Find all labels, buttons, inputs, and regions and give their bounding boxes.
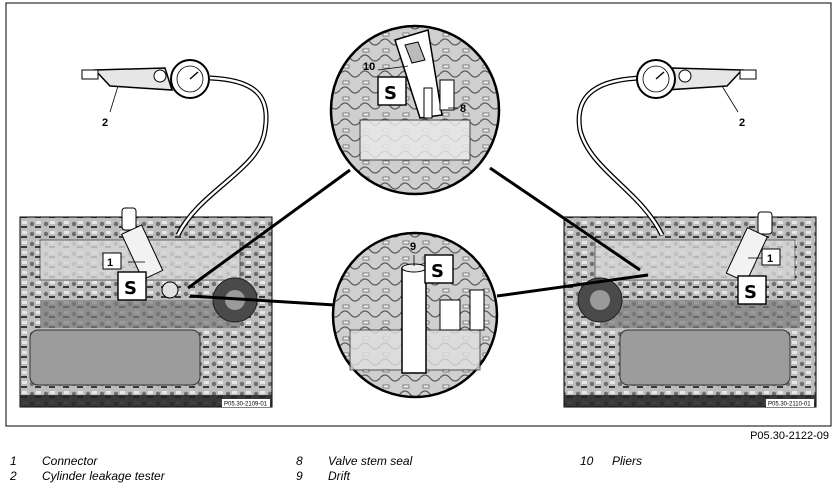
legend-item: 8 Valve stem seal <box>296 454 412 469</box>
legend-label: Valve stem seal <box>328 454 413 468</box>
top-tool-glyph: S <box>384 83 397 104</box>
legend-item: 9 Drift <box>296 469 412 484</box>
legend-number: 9 <box>296 469 303 483</box>
right-tester-callout: 2 <box>739 117 745 129</box>
right-tool-glyph: S <box>744 282 757 303</box>
legend-label: Connector <box>42 454 98 468</box>
legend-number: 8 <box>296 454 303 468</box>
legend-item: 2 Cylinder leakage tester <box>10 469 165 484</box>
legend-number: 10 <box>580 454 594 468</box>
valve-stem-seal-diagram: P05.30-2109-01 2 1 S P05.30-2110-01 <box>5 2 832 427</box>
leader-lines <box>187 166 649 307</box>
legend-item: 10 Pliers <box>580 454 642 469</box>
legend-label: Cylinder leakage tester <box>42 469 165 483</box>
top-pliers-callout: 10 <box>363 61 375 73</box>
bottom-tool-glyph: S <box>431 261 444 282</box>
legend-label: Drift <box>328 469 350 483</box>
right-leakage-tester: 2 <box>576 59 757 237</box>
bottom-drift-callout: 9 <box>410 241 416 253</box>
top-seal-callout: 8 <box>460 103 466 115</box>
right-photo-code: P05.30-2110-01 <box>768 402 811 408</box>
left-tester-callout: 2 <box>102 117 108 129</box>
legend-item: 1 Connector <box>10 454 165 469</box>
left-connector: 1 S <box>102 207 179 301</box>
right-connector: 1 S <box>725 211 781 305</box>
right-connector-callout: 1 <box>767 253 773 265</box>
left-tool-glyph: S <box>124 278 137 299</box>
legend-column-2: 8 Valve stem seal 9 Drift <box>296 454 412 484</box>
legend-column-3: 10 Pliers <box>580 454 642 469</box>
figure-reference: P05.30-2122-09 <box>750 430 829 442</box>
right-engine-photo: P05.30-2110-01 <box>563 216 817 408</box>
legend-number: 2 <box>10 469 17 483</box>
left-connector-callout: 1 <box>107 257 113 269</box>
legend-label: Pliers <box>612 454 643 468</box>
left-photo-code: P05.30-2109-01 <box>224 402 268 408</box>
bottom-detail-circle: 9 S <box>331 231 499 399</box>
left-leakage-tester: 2 <box>81 59 269 237</box>
legend-column-1: 1 Connector 2 Cylinder leakage tester <box>10 454 165 484</box>
legend-number: 1 <box>10 454 17 468</box>
top-detail-circle: 10 8 S <box>329 24 501 196</box>
